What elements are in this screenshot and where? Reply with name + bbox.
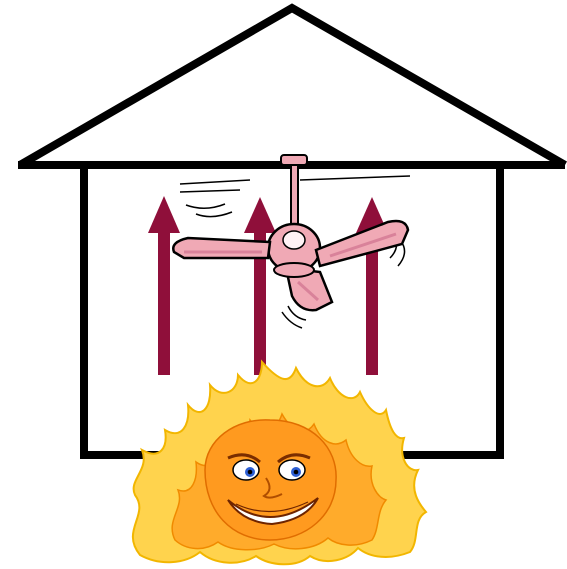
fire-character-icon [133, 362, 426, 564]
house-roof [20, 8, 565, 165]
up-arrow-icon [148, 196, 180, 375]
up-arrow-icon [244, 197, 276, 375]
